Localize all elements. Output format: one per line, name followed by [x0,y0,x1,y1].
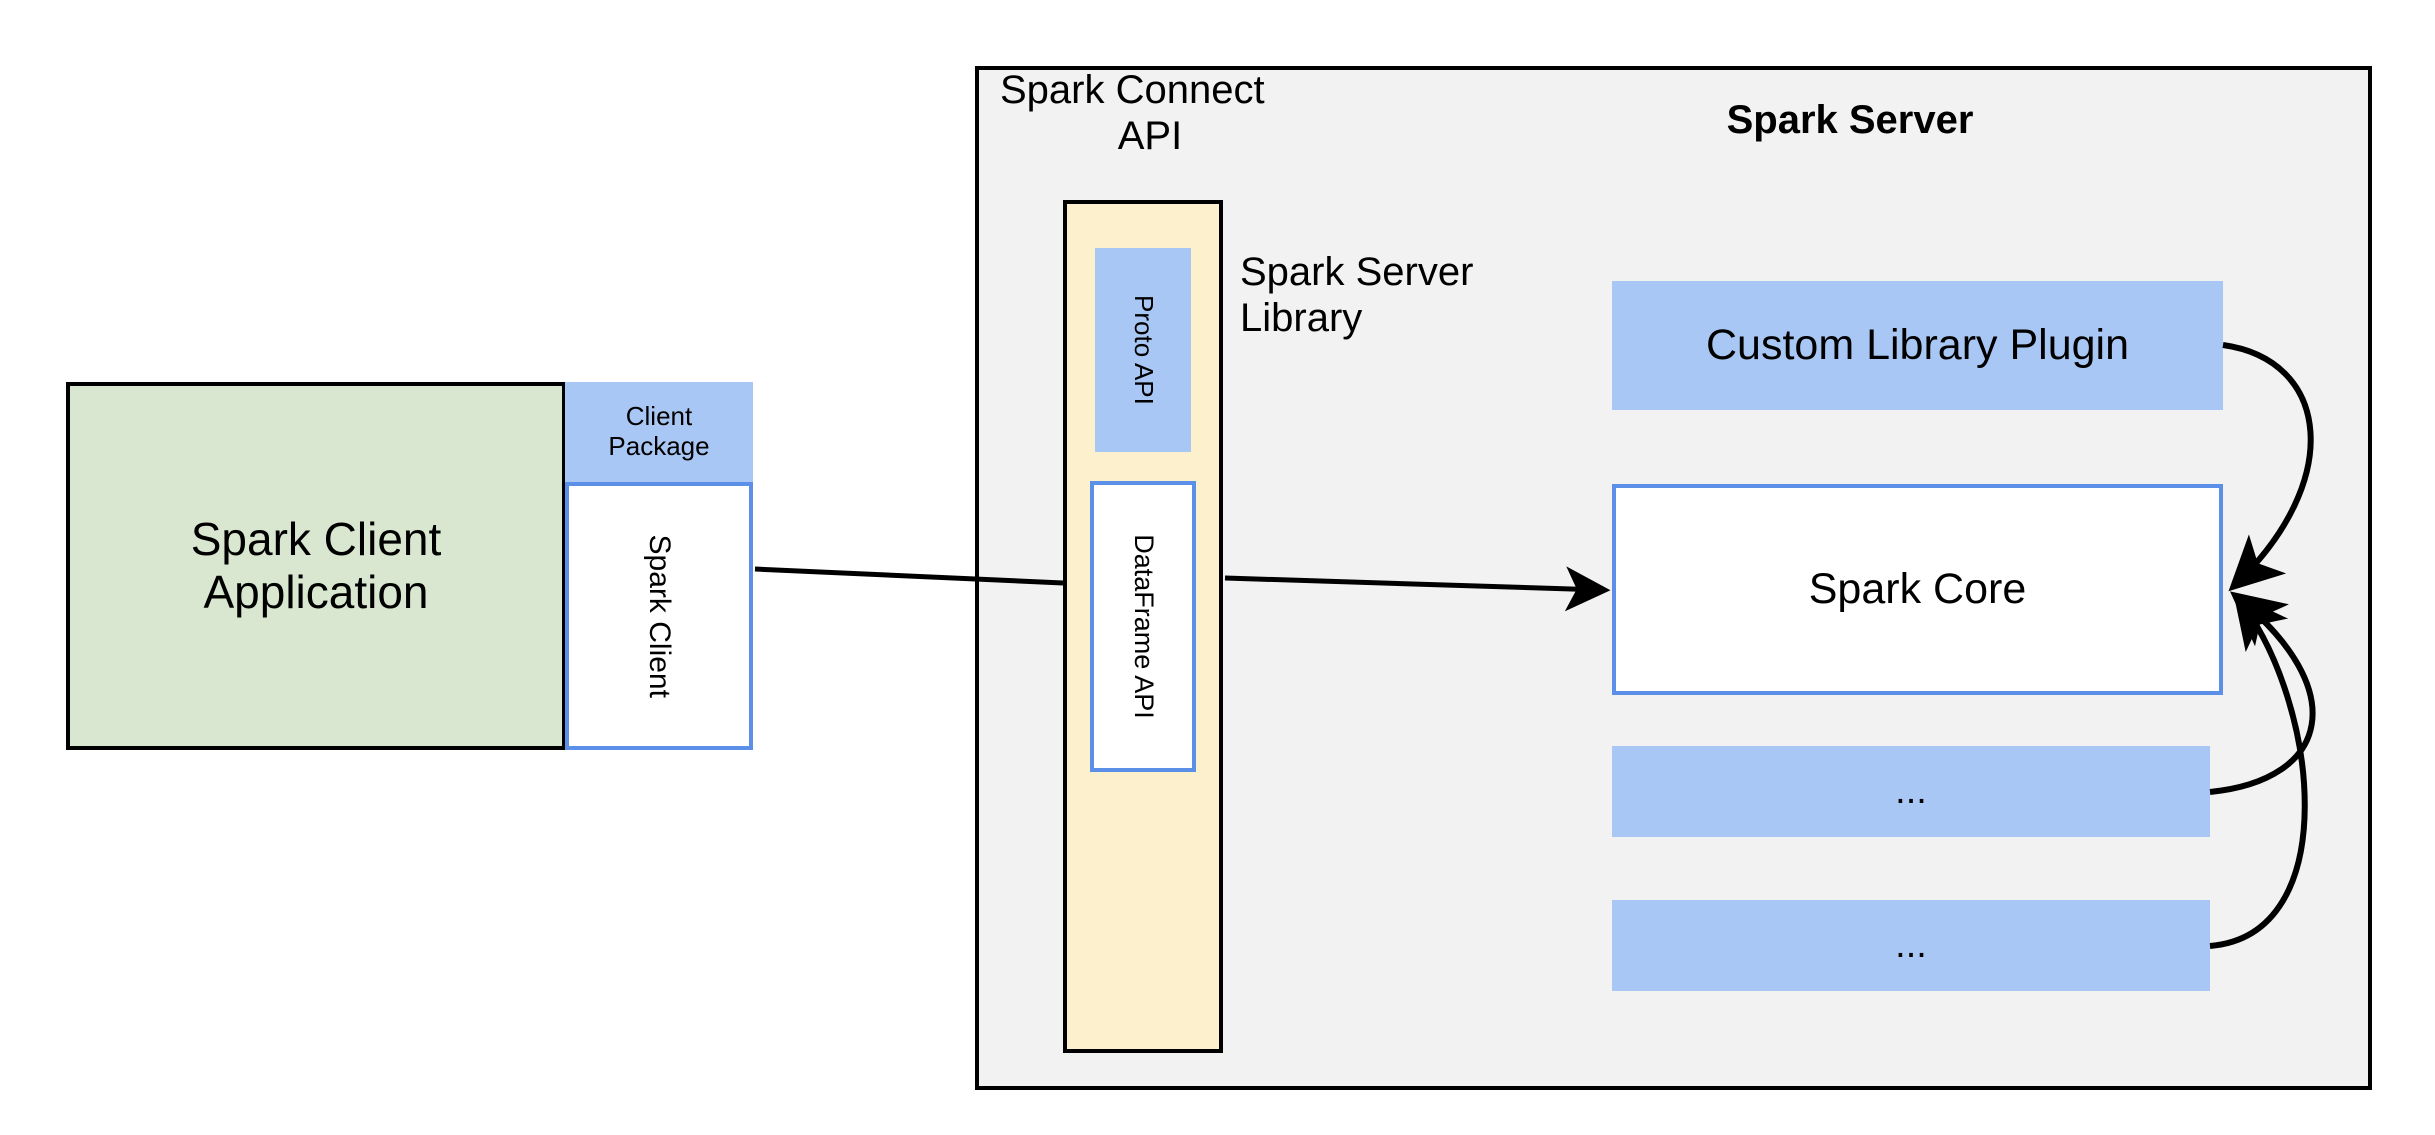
custom-library-plugin-box[interactable]: Custom Library Plugin [1612,281,2223,410]
spark-client-box[interactable]: Spark Client [565,482,753,750]
client-package-line1: Client [625,401,693,432]
spark-server-title: Spark Server [1726,98,1974,142]
client-package-line2: Package [608,431,710,461]
spark-connect-api-label-line1: Spark Connect [1000,68,1265,112]
spark-server-library-label-line1: Spark Server [1240,250,1474,294]
spark-client-application-line1: Spark Client [190,513,442,566]
spark-core-box[interactable]: Spark Core [1612,484,2223,695]
spark-client-label: Spark Client [643,534,677,698]
spark-server-library-label-line2: Library [1240,296,1363,340]
custom-library-plugin-label: Custom Library Plugin [1705,320,2129,369]
proto-api-box[interactable]: Proto API [1095,248,1191,452]
spark-connect-api-label: Spark Connect API [1000,68,1300,158]
spark-core-label: Spark Core [1808,564,2027,613]
spark-connect-api-label-line2: API [1117,114,1183,158]
server-component-ellipsis-1-label: ... [1895,769,1927,812]
proto-api-label: Proto API [1128,295,1159,405]
server-component-ellipsis-2-label: ... [1895,923,1927,966]
dataframe-api-label: DataFrame API [1128,534,1159,719]
server-component-ellipsis-2[interactable]: ... [1612,900,2210,991]
server-component-ellipsis-1[interactable]: ... [1612,746,2210,837]
spark-client-application-line2: Application [203,566,429,618]
spark-server-library-label: Spark Server Library [1240,240,1530,350]
dataframe-api-box[interactable]: DataFrame API [1090,481,1196,772]
